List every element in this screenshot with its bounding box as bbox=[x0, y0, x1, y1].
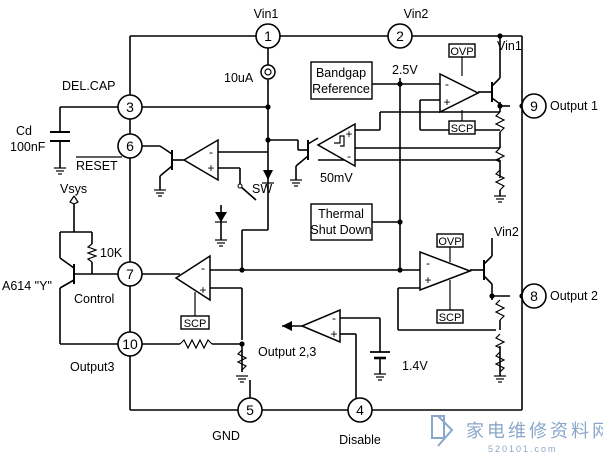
resistor-icon bbox=[494, 111, 506, 133]
thermal-shutdown-block bbox=[310, 203, 373, 241]
reset-comparator bbox=[182, 138, 219, 182]
pin-7-label: Control bbox=[74, 292, 114, 306]
hysteresis-comparator bbox=[316, 122, 356, 168]
pin-9: 9 bbox=[521, 93, 547, 119]
scp-label-1: SCP bbox=[451, 123, 474, 135]
scp-label-3: SCP bbox=[184, 318, 207, 330]
pin-8-label: Output 2 bbox=[550, 289, 598, 303]
wires bbox=[59, 35, 534, 411]
pin-4-label: Disable bbox=[339, 433, 381, 447]
pin-4: 4 bbox=[347, 397, 373, 423]
vin2-label: Vin2 bbox=[494, 225, 519, 239]
res-10k-label: 10K bbox=[100, 246, 123, 260]
cap-name: Cd bbox=[16, 124, 32, 138]
svg-text:-: - bbox=[332, 311, 336, 325]
watermark-logo-icon bbox=[431, 415, 454, 447]
svg-text:3: 3 bbox=[126, 99, 134, 115]
svg-text:-: - bbox=[426, 256, 430, 270]
svg-text:2: 2 bbox=[396, 28, 404, 44]
pass-transistor-2-icon bbox=[483, 255, 493, 285]
switch-icon bbox=[237, 170, 274, 201]
svg-text:5: 5 bbox=[246, 402, 254, 418]
diode-icon bbox=[215, 205, 227, 247]
transistor-label: A614 "Y" bbox=[2, 279, 52, 293]
svg-text:1: 1 bbox=[264, 28, 272, 44]
svg-text:6: 6 bbox=[126, 138, 134, 154]
watermark-url: 520101.com bbox=[488, 444, 558, 454]
current-source-icon bbox=[260, 64, 276, 83]
ovp-label-2: OVP bbox=[438, 236, 461, 248]
svg-text:-: - bbox=[209, 145, 213, 159]
battery-icon bbox=[370, 351, 390, 381]
output23-label: Output 2,3 bbox=[258, 345, 316, 359]
pin-1-label: Vin1 bbox=[254, 7, 279, 21]
svg-text:+: + bbox=[424, 273, 431, 287]
bandgap-line-1: Bandgap bbox=[316, 66, 366, 80]
pin-2: 2 bbox=[387, 23, 413, 49]
vin1-label: Vin1 bbox=[497, 39, 522, 53]
pin-8: 8 bbox=[521, 283, 547, 309]
svg-text:-: - bbox=[445, 77, 449, 91]
reset-transistor-icon bbox=[154, 145, 184, 197]
output23-buffer bbox=[300, 308, 341, 344]
svg-text:9: 9 bbox=[530, 98, 538, 114]
svg-text:10: 10 bbox=[122, 336, 138, 352]
pin-2-label: Vin2 bbox=[404, 7, 429, 21]
bandgap-reference-block bbox=[310, 61, 373, 100]
svg-text:4: 4 bbox=[356, 402, 364, 418]
junction-dots bbox=[239, 33, 525, 347]
pin-10-label: Output3 bbox=[70, 360, 115, 374]
thermal-line-1: Thermal bbox=[318, 207, 364, 221]
pin-1: 1 bbox=[255, 23, 281, 49]
svg-text:+: + bbox=[207, 161, 214, 175]
bandgap-line-2: Reference bbox=[312, 82, 370, 96]
svg-text:+: + bbox=[199, 283, 206, 297]
control-amp bbox=[174, 254, 211, 302]
regulator-amp-1 bbox=[439, 72, 480, 114]
vref-label: 2.5V bbox=[392, 63, 418, 77]
thermal-line-2: Shut Down bbox=[310, 223, 371, 237]
pin-3: 3 bbox=[117, 94, 143, 120]
svg-text:-: - bbox=[201, 261, 205, 275]
pin-10: 10 bbox=[117, 331, 143, 357]
hysteresis-label: 50mV bbox=[320, 171, 353, 185]
pin-5-label: GND bbox=[212, 429, 240, 443]
watermark: 家电维修资料网 520101.com bbox=[431, 415, 603, 454]
vsys-label: Vsys bbox=[60, 182, 87, 196]
scp-label-2: SCP bbox=[439, 312, 462, 324]
pin-5: 5 bbox=[237, 397, 263, 423]
pass-transistor-1-icon bbox=[491, 77, 501, 105]
comparator-transistor-icon bbox=[290, 137, 319, 187]
capacitor-icon bbox=[50, 131, 70, 175]
vsys-transistor-icon bbox=[59, 195, 98, 289]
pin-9-label: Output 1 bbox=[550, 99, 598, 113]
svg-text:+: + bbox=[345, 127, 352, 141]
cap-value: 100nF bbox=[10, 140, 46, 154]
svg-text:+: + bbox=[443, 95, 450, 109]
svg-text:8: 8 bbox=[530, 288, 538, 304]
svg-text:7: 7 bbox=[126, 266, 134, 282]
watermark-text: 家电维修资料网 bbox=[466, 421, 603, 441]
current-source-label: 10uA bbox=[224, 71, 254, 85]
ovp-label-1: OVP bbox=[450, 46, 473, 58]
pin-3-label: DEL.CAP bbox=[62, 79, 116, 93]
pin-6-label: RESET bbox=[76, 159, 118, 173]
svg-text:-: - bbox=[347, 149, 351, 163]
pin-7: 7 bbox=[117, 261, 143, 287]
svg-text:+: + bbox=[330, 327, 337, 341]
battery-label: 1.4V bbox=[402, 359, 428, 373]
arrow-left-icon bbox=[282, 321, 292, 331]
regulator-amp-2 bbox=[419, 250, 473, 292]
switch-label: SW bbox=[252, 182, 272, 196]
pin-6: 6 bbox=[117, 133, 143, 159]
